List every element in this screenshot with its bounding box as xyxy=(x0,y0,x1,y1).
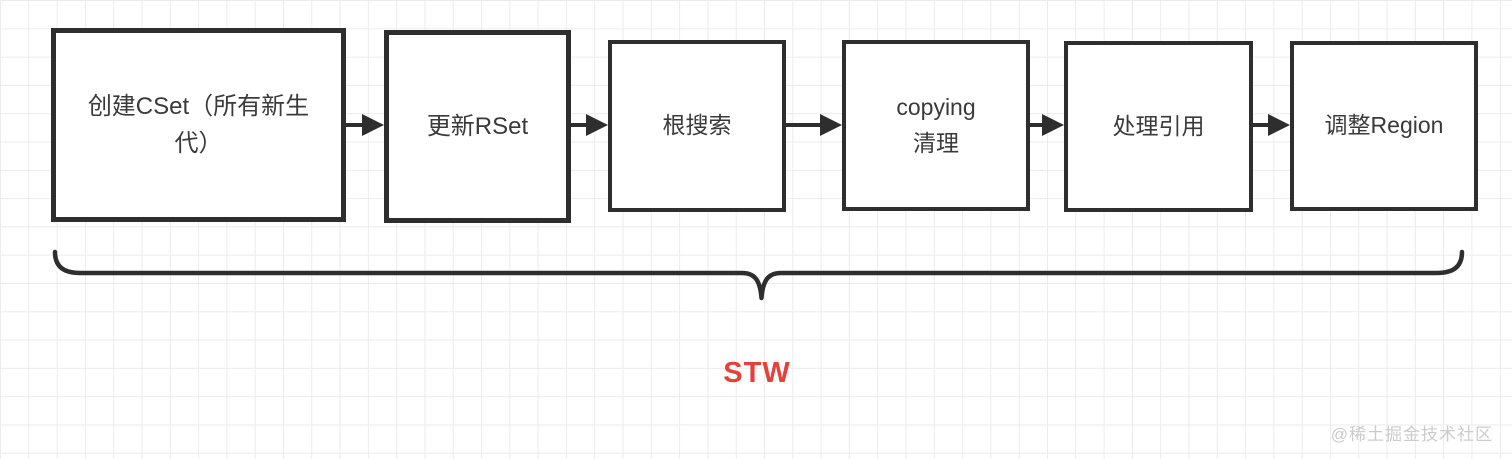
arrow-head-icon xyxy=(1042,114,1064,136)
flow-box-process-references: 处理引用 xyxy=(1064,41,1253,212)
flow-box-update-rset: 更新RSet xyxy=(384,30,571,223)
flow-box-copying-cleanup: copying 清理 xyxy=(842,40,1030,211)
arrow-shaft xyxy=(1253,123,1272,127)
flow-arrow-icon xyxy=(346,114,384,136)
flow-box-label: copying 清理 xyxy=(896,93,976,156)
arrow-shaft xyxy=(786,123,824,127)
flow-arrow-icon xyxy=(1030,114,1064,136)
arrow-head-icon xyxy=(362,114,384,136)
stw-label: STW xyxy=(723,357,791,389)
arrow-shaft xyxy=(346,123,366,127)
arrow-shaft xyxy=(571,123,590,127)
flow-box-label: 处理引用 xyxy=(1112,112,1205,139)
flow-box-adjust-region: 调整Region xyxy=(1290,41,1478,211)
flow-arrow-icon xyxy=(1253,114,1290,136)
arrow-head-icon xyxy=(1268,114,1290,136)
flow-arrow-icon xyxy=(786,114,842,136)
arrow-head-icon xyxy=(820,114,842,136)
flow-arrow-icon xyxy=(571,114,608,136)
watermark: @稀土掘金技术社区 xyxy=(1330,425,1493,444)
flow-box-create-cset: 创建CSet（所有新生代） xyxy=(51,28,346,222)
flow-box-root-search: 根搜索 xyxy=(608,40,786,212)
flow-box-label: 调整Region xyxy=(1324,112,1444,139)
flow-box-label: 创建CSet（所有新生代） xyxy=(87,92,310,157)
arrow-shaft xyxy=(1030,123,1046,127)
arrow-head-icon xyxy=(586,114,608,136)
flow-box-label: 更新RSet xyxy=(426,112,529,140)
flow-box-label: 根搜索 xyxy=(662,112,732,139)
